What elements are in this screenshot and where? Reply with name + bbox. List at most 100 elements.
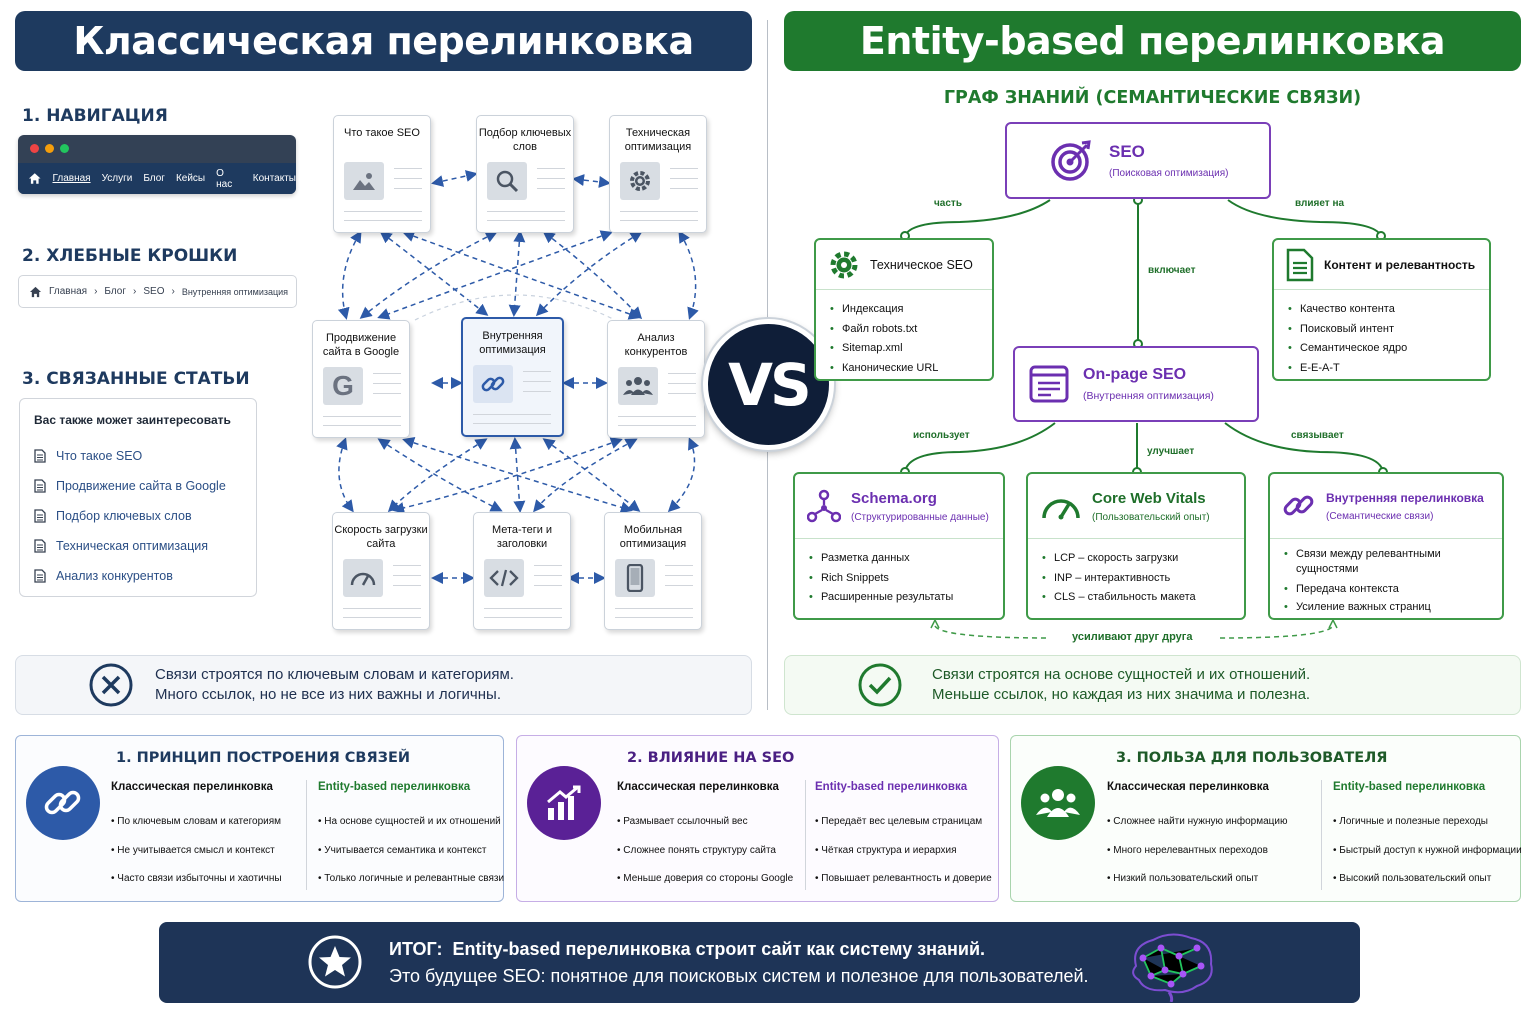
node-cwv[interactable]: Core Web Vitals(Пользовательский опыт) L…: [1026, 472, 1246, 620]
panel-title: 1. ПРИНЦИП ПОСТРОЕНИЯ СВЯЗЕЙ: [116, 750, 410, 766]
page-card[interactable]: Скорость загрузки сайта: [332, 512, 430, 630]
tech-title: Техническое SEO: [870, 257, 973, 272]
col-row: • Повышает релевантность и доверие: [815, 873, 992, 884]
node-tech-seo[interactable]: Техническое SEO Индексация Файл robots.t…: [814, 238, 994, 381]
edge-label-reinforce: усиливают друг друга: [1072, 631, 1193, 643]
list-item: Качество контента: [1288, 300, 1489, 320]
tech-list: Индексация Файл robots.txt Sitemap.xml К…: [816, 290, 992, 378]
related-link[interactable]: Анализ конкурентов: [56, 569, 173, 583]
node-content[interactable]: Контент и релевантность Качество контент…: [1272, 238, 1491, 381]
col-header: Entity-based перелинковка: [1333, 781, 1486, 793]
page-card[interactable]: Подбор ключевых слов: [476, 115, 574, 233]
related-item[interactable]: Анализ конкурентов: [34, 561, 242, 591]
col-row: • Быстрый доступ к нужной информации: [1333, 844, 1522, 856]
list-item: Поисковый интент: [1288, 320, 1489, 340]
list-item: Связи между релевантными сущностями: [1284, 547, 1502, 580]
related-box-title: Вас также может заинтересовать: [34, 413, 231, 427]
related-item[interactable]: Подбор ключевых слов: [34, 501, 242, 531]
col-row: • Размывает ссылочный вес: [617, 816, 748, 827]
internal-title: Внутренняя перелинковка: [1326, 490, 1484, 505]
node-internal[interactable]: Внутренняя перелинковка (Семантические св…: [1268, 472, 1504, 620]
panel-classic-col: Классическая перелинковка • По ключевым …: [111, 781, 282, 894]
edge-label-affects: влияет на: [1295, 198, 1345, 209]
home-icon[interactable]: [28, 172, 42, 185]
internal-list: Связи между релевантными сущностями Пере…: [1270, 539, 1502, 616]
onpage-sub: (Внутренняя оптимизация): [1083, 390, 1214, 402]
page-card[interactable]: Что такое SEO: [333, 115, 431, 233]
page-card[interactable]: Мета-теги и заголовки: [473, 512, 571, 630]
col-header: Классическая перелинковка: [1107, 781, 1269, 793]
page-card[interactable]: Продвижение сайта в Google G: [312, 320, 410, 438]
panel-classic-col: Классическая перелинковка • Сложнее найт…: [1107, 781, 1287, 894]
home-icon[interactable]: [29, 286, 42, 298]
col-row: • Меньше доверия со стороны Google: [617, 873, 794, 884]
crumb-home[interactable]: Главная: [49, 286, 88, 297]
page-card[interactable]: Анализ конкурентов: [607, 320, 705, 438]
card-title: Мобильная оптимизация: [619, 524, 687, 550]
related-link[interactable]: Что такое SEO: [56, 449, 143, 463]
gear-icon: [830, 251, 858, 278]
related-item[interactable]: Продвижение сайта в Google: [34, 471, 242, 501]
list-item: Файл robots.txt: [830, 320, 992, 340]
speedometer-icon: [343, 559, 383, 597]
document-icon: [34, 539, 46, 553]
nav-item-services[interactable]: Услуги: [101, 173, 133, 184]
document-icon: [34, 449, 46, 463]
page-card[interactable]: Мобильная оптимизация: [604, 512, 702, 630]
edge-label-links: связывает: [1291, 430, 1344, 441]
list-item: CLS – стабильность макета: [1042, 588, 1244, 608]
col-row: • Логичные и полезные переходы: [1333, 816, 1488, 827]
related-link[interactable]: Продвижение сайта в Google: [56, 479, 226, 493]
schema-sub: (Структурированные данные): [851, 511, 989, 523]
card-title: Мета-теги и заголовки: [491, 524, 553, 550]
node-schema[interactable]: Schema.org(Структурированные данные) Раз…: [793, 472, 1005, 620]
card-title: Что такое SEO: [344, 127, 420, 139]
nav-item-cases[interactable]: Кейсы: [175, 173, 206, 184]
nav-item-contacts[interactable]: Контакты: [252, 173, 296, 184]
list-item: Расширенные результаты: [809, 588, 1003, 608]
gear-icon: [620, 162, 660, 200]
crumb-seo[interactable]: SEO: [143, 286, 165, 297]
list-item: Канонические URL: [830, 359, 992, 379]
gauge-icon: [1042, 499, 1080, 520]
list-item: Разметка данных: [809, 549, 1003, 569]
nav-item-blog[interactable]: Блог: [143, 173, 165, 184]
panel-entity-col: Entity-based перелинковка • Передаёт вес…: [815, 781, 992, 894]
vs-badge: VS: [703, 319, 834, 450]
chevron-right-icon: ›: [133, 286, 137, 297]
list-item: Sitemap.xml: [830, 339, 992, 359]
node-seo[interactable]: SEO(Поисковая оптимизация): [1005, 122, 1271, 199]
nav-item-about[interactable]: О нас: [216, 167, 233, 190]
panel-entity-col: Entity-based перелинковка • Логичные и п…: [1333, 781, 1522, 894]
crumb-blog[interactable]: Блог: [104, 286, 127, 297]
cwv-title: Core Web Vitals: [1092, 489, 1206, 507]
related-item[interactable]: Что такое SEO: [34, 441, 242, 471]
document-icon: [34, 569, 46, 583]
nav-item-home[interactable]: Главная: [52, 173, 91, 184]
related-link[interactable]: Техническая оптимизация: [56, 539, 208, 553]
breadcrumb: Главная› Блог› SEO› Внутренняя оптимизац…: [18, 275, 297, 308]
window-icon: [1029, 365, 1069, 403]
list-item: Усиление важных страниц: [1284, 598, 1502, 616]
col-header: Классическая перелинковка: [617, 781, 779, 793]
crumbs-section-title: 2. ХЛЕБНЫЕ КРОШКИ: [22, 246, 238, 266]
list-item: LCP – скорость загрузки: [1042, 549, 1244, 569]
page-card[interactable]: Техническая оптимизация: [609, 115, 707, 233]
document-icon: [34, 509, 46, 523]
entity-note-line2: Меньше ссылок, но каждая из них значима …: [932, 686, 1311, 703]
graph-title: ГРАФ ЗНАНИЙ (СЕМАНТИЧЕСКИЕ СВЯЗИ): [943, 88, 1362, 108]
content-list: Качество контента Поисковый интент Семан…: [1274, 290, 1489, 378]
internal-sub: (Семантические связи): [1326, 510, 1434, 522]
classic-note-line1: Связи строятся по ключевым словам и кате…: [155, 666, 514, 683]
page-card-center[interactable]: Внутренняя оптимизация: [461, 317, 564, 437]
schema-list: Разметка данных Rich Snippets Расширенны…: [795, 539, 1003, 608]
related-item[interactable]: Техническая оптимизация: [34, 531, 242, 561]
panel-classic-col: Классическая перелинковка • Размывает сс…: [617, 781, 793, 894]
star-icon: [308, 935, 362, 989]
code-icon: [484, 559, 524, 597]
related-link[interactable]: Подбор ключевых слов: [56, 509, 192, 523]
col-row: • Передаёт вес целевым страницам: [815, 816, 983, 827]
node-onpage[interactable]: On-page SEO(Внутренняя оптимизация): [1013, 346, 1259, 422]
list-item: INP – интерактивность: [1042, 569, 1244, 589]
document-icon: [34, 479, 46, 493]
